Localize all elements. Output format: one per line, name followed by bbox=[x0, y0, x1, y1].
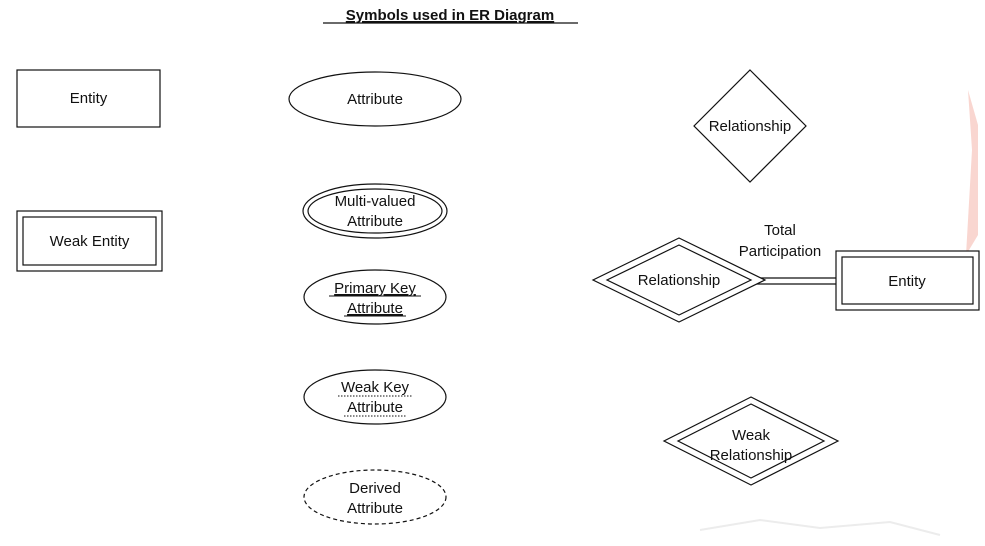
derived-dashed-ellipse bbox=[303, 469, 447, 525]
weak-relationship-label-line1: Weak bbox=[732, 427, 771, 444]
weak-entity-symbol: Weak Entity bbox=[16, 210, 163, 272]
total-participation-connector: Total Participation bbox=[739, 222, 836, 285]
total-participation-label-line2: Participation bbox=[739, 243, 822, 260]
multivalued-inner-ellipse bbox=[307, 188, 443, 234]
weak-key-attribute-symbol: Weak Key Attribute bbox=[303, 369, 447, 425]
primary-key-attribute-symbol: Primary Key Attribute bbox=[303, 269, 447, 325]
identifying-relationship-label: Relationship bbox=[638, 272, 721, 289]
weak-relationship-label-line2: Relationship bbox=[710, 447, 793, 464]
diagram-title: Symbols used in ER Diagram bbox=[346, 7, 554, 24]
identifying-relationship-symbol: Relationship bbox=[591, 237, 767, 323]
attribute-label: Attribute bbox=[347, 91, 403, 108]
participating-entity-symbol: Entity bbox=[835, 250, 980, 311]
relationship-symbol: Relationship bbox=[693, 69, 807, 183]
relationship-diamond bbox=[693, 69, 807, 183]
weak-relationship-inner-diamond bbox=[676, 403, 826, 479]
identifying-relationship-inner-diamond bbox=[605, 244, 753, 316]
weak-entity-inner-rect bbox=[22, 216, 157, 266]
primary-key-label-line2: Attribute bbox=[347, 300, 403, 317]
relationship-label: Relationship bbox=[709, 118, 792, 135]
attribute-ellipse bbox=[288, 71, 462, 127]
derived-attribute-symbol: Derived Attribute bbox=[303, 469, 447, 525]
participating-entity-label: Entity bbox=[888, 273, 926, 290]
entity-symbol: Entity bbox=[16, 69, 161, 128]
multivalued-attribute-symbol: Multi-valued Attribute bbox=[302, 183, 448, 239]
entity-label: Entity bbox=[70, 90, 108, 107]
multivalued-label-line1: Multi-valued bbox=[335, 193, 416, 210]
weak-key-label-line2: Attribute bbox=[347, 399, 403, 416]
multivalued-label-line2: Attribute bbox=[347, 213, 403, 230]
derived-label-line1: Derived bbox=[349, 480, 401, 497]
primary-key-label-line1: Primary Key bbox=[334, 280, 416, 297]
watermark-logo bbox=[699, 90, 978, 536]
weak-key-label-line1: Weak Key bbox=[341, 379, 410, 396]
primary-key-ellipse bbox=[303, 269, 447, 325]
participating-entity-inner-rect bbox=[841, 256, 974, 305]
weak-key-ellipse bbox=[303, 369, 447, 425]
total-participation-label-line1: Total bbox=[764, 222, 796, 239]
entity-rect bbox=[16, 69, 161, 128]
derived-label-line2: Attribute bbox=[347, 500, 403, 517]
attribute-symbol: Attribute bbox=[288, 71, 462, 127]
weak-entity-label: Weak Entity bbox=[50, 233, 130, 250]
weak-relationship-symbol: Weak Relationship bbox=[662, 396, 840, 486]
